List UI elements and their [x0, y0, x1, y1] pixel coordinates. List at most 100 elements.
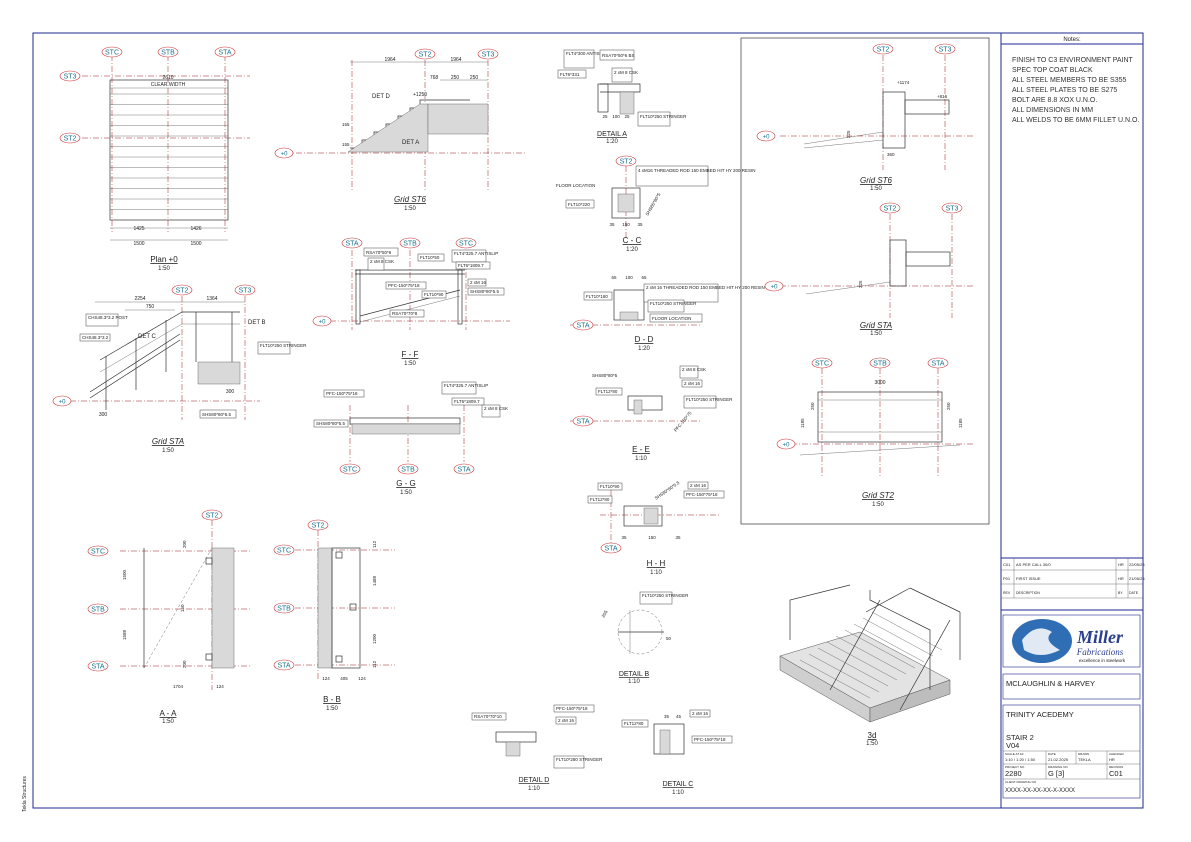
revision-cell: C01 — [1003, 562, 1011, 567]
dimension-text: 35 — [664, 714, 670, 719]
logo-tagline: excellence in steelwork — [1079, 658, 1126, 663]
revision-table: C01 AS PER CALL 30/0 HR 22/05/25 P01 FIR… — [1001, 557, 1145, 611]
dimension-text: 35 — [621, 535, 627, 540]
field-label: DATE — [1048, 752, 1056, 756]
member-label: FLT12*80 — [590, 497, 610, 502]
member-label: FLT12*80 — [624, 721, 644, 726]
level-tag: +0 — [319, 320, 327, 326]
client-drawing-number: XXXX-XX-XX-XX-X-XXXX — [1005, 788, 1075, 794]
view-scale: 1:20 — [638, 346, 650, 352]
member-label: 2 xM 16 — [684, 381, 701, 386]
notes-heading: Notes: — [1063, 37, 1081, 43]
grid-bubble: STC — [459, 241, 473, 248]
member-label: FLT10*250 STRINGER — [642, 593, 689, 598]
revision-cell: FIRST ISSUE — [1016, 576, 1041, 581]
dimension-text: 112 — [372, 540, 377, 548]
field-value: TEKLA — [1078, 757, 1091, 762]
member-label: SHS80*80*5 — [592, 373, 618, 378]
detail-b: FLT10*250 STRINGER 205 50 DETAIL B 1:10 — [601, 591, 689, 685]
notes-list: FINISH TO C3 ENVIRONMENT PAINT SPEC TOP … — [1012, 57, 1139, 124]
revision-cell: DESCRIPTION — [1016, 591, 1040, 595]
dimension-text: 200 — [182, 660, 187, 668]
member-label: FLT12*80 — [598, 389, 618, 394]
field-value: 21.02.2025 — [1048, 757, 1069, 762]
dimension-text: 250 — [810, 402, 815, 410]
member-label: PFC-150*75*18 — [556, 706, 588, 711]
grid-bubble: ST3 — [239, 288, 252, 295]
dimension-text: 1500 — [190, 241, 201, 247]
revision-cell: AS PER CALL 30/0 — [1016, 562, 1051, 567]
detail-a: FLT4*300 ANTISLIP BS RSA70*50*6 BS FLT6*… — [557, 49, 687, 145]
member-label: FLT10*250 STRINGER — [260, 343, 307, 348]
member-label: 2 xM 8 CSK — [370, 259, 394, 264]
grid-bubble: ST3 — [946, 206, 959, 213]
view-scale: 1:20 — [606, 139, 618, 145]
grid-st6-elevation: ST2 ST3 1964 1964 768 250 250 +1250 DET … — [274, 48, 525, 212]
member-label: 2 xM 16 — [558, 718, 575, 723]
detail-d: RSA70*70*10 PFC-150*75*18 2 xM 16 FLT10*… — [471, 704, 603, 792]
sheet-border — [32, 32, 1144, 809]
view-scale: 1:10 — [650, 570, 662, 576]
revision-cell: HR — [1118, 576, 1124, 581]
view-scale: 1:50 — [404, 206, 416, 212]
dimension-text: 112 — [372, 660, 377, 668]
level-tag: +0 — [763, 135, 771, 141]
note-line: FINISH TO C3 ENVIRONMENT PAINT — [1012, 57, 1134, 64]
level-tag: +0 — [783, 443, 791, 449]
view-scale: 1:10 — [628, 679, 640, 685]
dimension-text: 65 — [611, 275, 617, 280]
dimension-text: 124 — [322, 676, 330, 681]
dimension-text: +1250 — [413, 92, 427, 98]
grid-bubble: STA — [931, 361, 944, 368]
drawing-title: V04 — [1006, 741, 1019, 750]
view-scale: 1:10 — [528, 786, 540, 792]
field-value: 1:10 / 1:20 / 1:50 — [1005, 757, 1036, 762]
dimension-text: 1500 — [122, 569, 127, 580]
section-h-h: STA FLT10*90 FLT12*80 SHS80*80*5.5 2 xM … — [587, 480, 725, 576]
dimension-text: 1500 — [133, 241, 144, 247]
view-scale: 1:50 — [404, 361, 416, 367]
grid-sta-elevation: ST2 ST3 +0 CHS48.3*3.2 POST CHS48.3*3.2 … — [52, 284, 307, 454]
field-label: CLIENT DRAWING NO — [1005, 780, 1037, 784]
tread-edge — [835, 635, 907, 675]
member-label: FLT4*325.7 ANTISLIP — [444, 383, 488, 388]
view-title: Grid ST6 — [394, 195, 427, 204]
section-b-b: ST2 STC STB STA 124 405 124 1488 1200 11… — [273, 519, 395, 712]
member-label: FLT10*280 STRINGER — [556, 757, 603, 762]
client-name: MCLAUGHLIN & HARVEY — [1006, 679, 1095, 688]
field-label: SCALE AT A3 — [1005, 752, 1024, 756]
member-label: FLT10*90 — [600, 484, 620, 489]
member-label: FLT10*50 — [420, 255, 440, 260]
dimension-text: 1185 — [800, 418, 805, 428]
note-line: ALL WELDS TO BE 6MM FILLET U.N.O. — [1012, 117, 1139, 124]
view-title: Grid STA — [860, 321, 892, 330]
dimension-text: 225 — [858, 280, 863, 288]
member-label: FLT10*90 — [424, 292, 444, 297]
logo-name: Miller — [1076, 627, 1124, 647]
dimension-text: 50 — [666, 636, 672, 641]
dimension-text: +816 — [937, 94, 948, 99]
dimension-text: 35 — [637, 222, 643, 227]
dimension-text: 25 — [624, 114, 630, 119]
revision-cell: P01 — [1003, 576, 1011, 581]
member-label: CHS48.3*3.2 — [82, 335, 109, 340]
dimension-text: 1185 — [958, 418, 963, 428]
member-label: FLT10*250 STRINGER — [640, 114, 687, 119]
dimension-text: 225 — [846, 130, 851, 138]
level-tag: +0 — [59, 400, 67, 406]
dimension-text: 155 — [342, 122, 350, 127]
view-title: Grid ST2 — [862, 491, 895, 500]
dimension-text: 360 — [887, 152, 895, 157]
view-scale: 1:50 — [162, 719, 174, 725]
dimension-text: 768 — [430, 75, 439, 81]
grid-bubble: STC — [815, 361, 829, 368]
member-label: 4 xM16 THREADED ROD 150 EMBED HIT HY 200… — [638, 168, 756, 173]
view-scale: 1:50 — [158, 266, 170, 272]
revision-number: C01 — [1109, 769, 1123, 778]
dimension-text: 750 — [146, 304, 155, 310]
view-scale: 1:50 — [400, 490, 412, 496]
tread-edge — [862, 617, 934, 657]
grid-bubble: STA — [91, 664, 104, 671]
section-d-d: STA 2 xM 16 THREADED ROD 150 EMBED HIT H… — [570, 275, 765, 352]
member-label: FLT10*220 — [568, 202, 590, 207]
